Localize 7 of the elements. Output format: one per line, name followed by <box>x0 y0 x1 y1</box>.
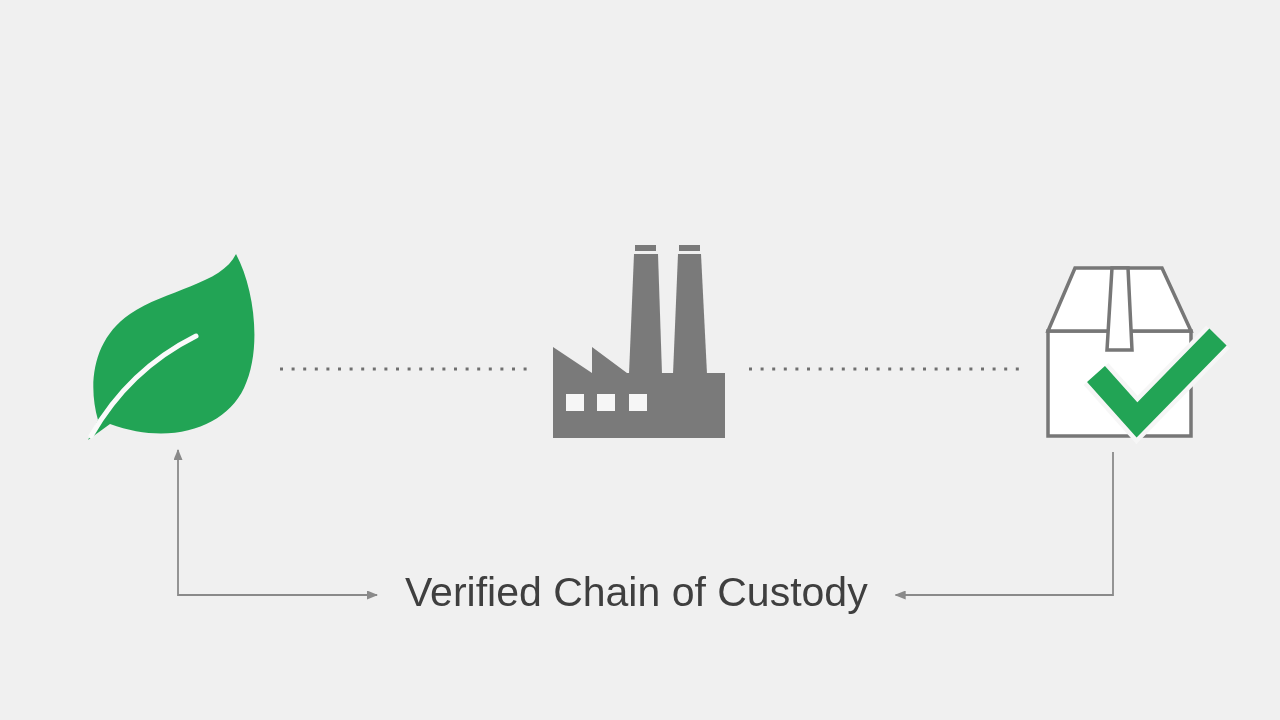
arrow <box>894 451 1114 600</box>
flow-label: Verified Chain of Custody <box>405 570 868 615</box>
package-checkmark-icon <box>1044 264 1232 444</box>
arrow <box>173 449 378 600</box>
dotted-connector <box>749 367 1022 371</box>
factory-icon <box>551 242 727 440</box>
dotted-connector <box>280 367 529 371</box>
